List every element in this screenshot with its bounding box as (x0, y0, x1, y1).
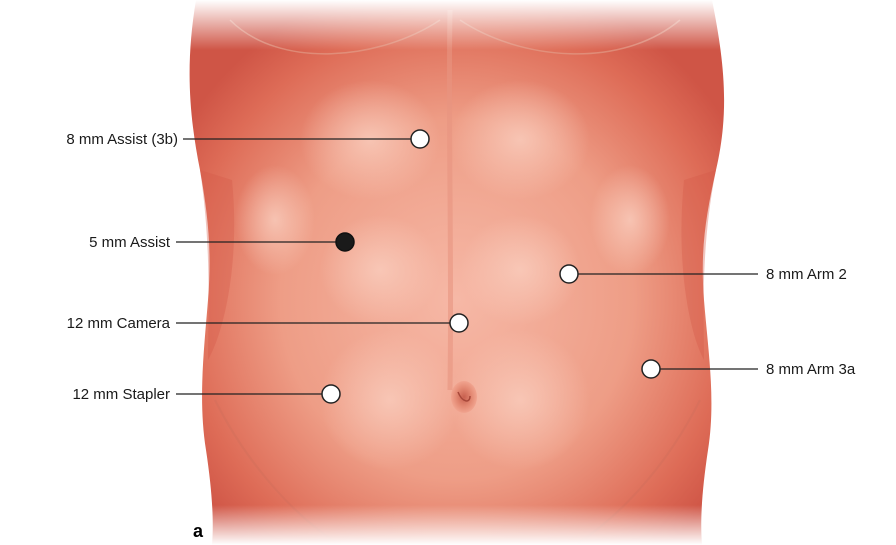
port-marker-arm-2 (560, 265, 578, 283)
port-marker-arm-3a (642, 360, 660, 378)
port-marker-stapler (322, 385, 340, 403)
torso-illustration (150, 0, 770, 545)
navel (451, 381, 477, 413)
port-label-camera: 12 mm Camera (67, 315, 171, 332)
port-label-stapler: 12 mm Stapler (72, 386, 170, 403)
port-marker-camera (450, 314, 468, 332)
port-label-assist-3b: 8 mm Assist (3b) (66, 131, 178, 148)
port-label-arm-3a: 8 mm Arm 3a (766, 361, 856, 378)
port-label-assist-5mm: 5 mm Assist (89, 234, 171, 251)
port-marker-assist-3b (411, 130, 429, 148)
port-marker-assist-5mm (336, 233, 354, 251)
port-label-arm-2: 8 mm Arm 2 (766, 266, 847, 283)
panel-label: a (193, 521, 204, 541)
